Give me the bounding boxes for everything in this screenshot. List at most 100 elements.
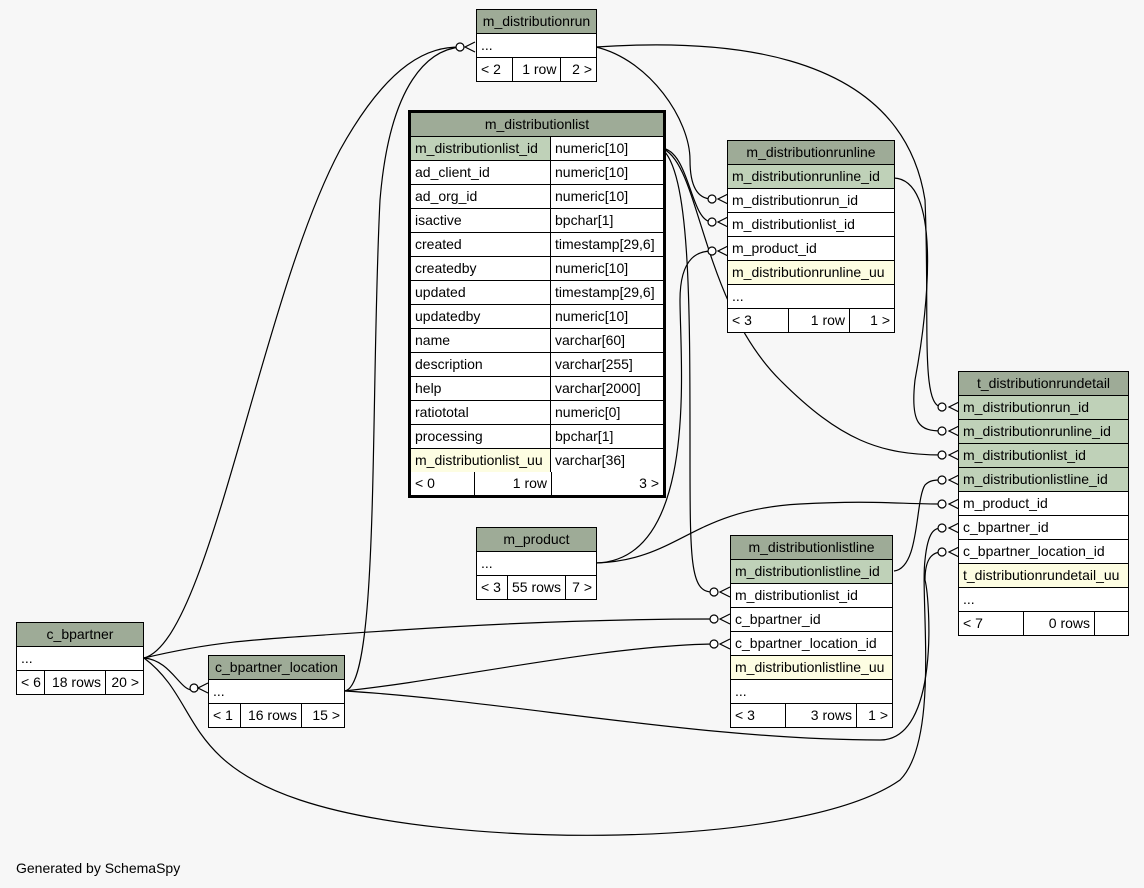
nav-prev[interactable]: < 0 — [415, 475, 435, 491]
column-name: ad_org_id — [415, 188, 478, 204]
nav-next[interactable] — [1094, 612, 1128, 635]
column-name: m_product_id — [732, 240, 817, 256]
column-name: m_distributionrun_id — [963, 399, 1090, 415]
nav-prev[interactable]: < 7 — [963, 615, 983, 631]
column-name: m_distributionrun_id — [732, 192, 859, 208]
column-type: numeric[10] — [550, 305, 663, 328]
column-name: m_distributionlistline_id — [963, 471, 1108, 487]
column-type: bpchar[1] — [550, 425, 663, 448]
column-name: m_product_id — [963, 495, 1048, 511]
edge-bpartner-listline — [143, 618, 713, 659]
nav-count: 1 row — [474, 472, 551, 495]
nav-next[interactable]: 20 > — [105, 671, 143, 694]
nav-prev[interactable]: < 3 — [481, 579, 501, 595]
edge-product-runline — [595, 250, 713, 564]
column-name: description — [415, 356, 483, 372]
table-m-distributionrun[interactable]: m_distributionrun ... < 2 1 row 2 > — [476, 9, 597, 82]
column-name: m_distributionrunline_id — [963, 423, 1111, 439]
table-c-bpartner[interactable]: c_bpartner ... < 6 18 rows 20 > — [16, 622, 144, 695]
table-row: m_distributionrunline_id — [959, 420, 1128, 444]
table-nav: < 3 1 row 1 > — [728, 309, 894, 332]
column-name: m_distributionlistline_uu — [735, 659, 885, 675]
table-title: c_bpartner_location — [209, 656, 344, 680]
edge-run-detail-run — [595, 44, 943, 408]
nav-prev[interactable]: < 6 — [21, 674, 41, 690]
table-title: m_distributionlist — [411, 113, 663, 137]
edge-bploc-listline — [343, 643, 713, 692]
table-row: c_bpartner_id — [959, 516, 1128, 540]
table-row: ... — [731, 680, 892, 704]
column-name: ... — [963, 591, 975, 607]
column-name: ... — [481, 555, 493, 571]
nav-count: 1 row — [511, 58, 561, 81]
nav-next[interactable]: 1 > — [849, 309, 894, 332]
nav-next[interactable]: 15 > — [301, 704, 344, 727]
column-name: c_bpartner_id — [735, 611, 821, 627]
table-row: ... — [477, 34, 596, 58]
nav-prev[interactable]: < 1 — [213, 707, 233, 723]
column-name: ... — [481, 37, 493, 53]
nav-prev[interactable]: < 2 — [481, 61, 501, 77]
edge-bpartner-detail — [143, 527, 943, 836]
table-row: ... — [728, 285, 894, 309]
table-m-distributionlistline[interactable]: m_distributionlistline m_distributionlis… — [730, 535, 893, 728]
table-row: m_distributionlist_id — [959, 444, 1128, 468]
column-name: ... — [21, 650, 33, 666]
nav-next[interactable]: 3 > — [551, 472, 663, 495]
column-type: numeric[10] — [550, 161, 663, 184]
nav-prev[interactable]: < 3 — [735, 707, 755, 723]
nav-prev[interactable]: < 3 — [732, 312, 752, 328]
column-type: varchar[2000] — [550, 377, 663, 400]
column-name: m_distributionrunline_id — [732, 168, 880, 184]
table-title: m_product — [477, 528, 596, 552]
column-name: c_bpartner_id — [963, 519, 1049, 535]
table-row: ad_client_id numeric[10] — [411, 161, 663, 185]
column-name: m_distributionlist_uu — [411, 449, 550, 472]
edge-run-runline — [595, 46, 713, 200]
column-name: m_distributionlistline_id — [735, 563, 880, 579]
table-m-distributionrunline[interactable]: m_distributionrunline m_distributionrunl… — [727, 140, 895, 333]
edge-listline-detail — [893, 479, 943, 572]
table-t-distributionrundetail[interactable]: t_distributionrundetail m_distributionru… — [958, 371, 1129, 636]
nav-next[interactable]: 2 > — [560, 58, 596, 81]
table-title: c_bpartner — [17, 623, 143, 647]
nav-count: 0 rows — [1023, 612, 1094, 635]
column-name: m_distributionlist_id — [411, 137, 550, 160]
nav-count: 55 rows — [507, 576, 565, 599]
column-name: ad_client_id — [415, 164, 490, 180]
column-name: c_bpartner_location_id — [735, 635, 877, 651]
column-name: updated — [415, 284, 466, 300]
table-nav: < 3 3 rows 1 > — [731, 704, 892, 727]
column-type: numeric[10] — [550, 137, 663, 160]
column-name: ... — [213, 683, 225, 699]
nav-next[interactable]: 7 > — [565, 576, 596, 599]
edge-bploc-distributionrun — [343, 46, 461, 692]
column-type: numeric[10] — [550, 185, 663, 208]
column-type: varchar[36] — [550, 449, 663, 472]
column-name: m_distributionlist_id — [732, 216, 855, 232]
edge-bpartner-distributionrun — [143, 46, 461, 659]
table-title: m_distributionlistline — [731, 536, 892, 560]
column-name: createdby — [415, 260, 477, 276]
table-row: m_distributionrunline_id — [728, 165, 894, 189]
table-c-bpartner-location[interactable]: c_bpartner_location ... < 1 16 rows 15 > — [208, 655, 345, 728]
table-nav: < 1 16 rows 15 > — [209, 704, 344, 727]
column-name: m_distributionlist_id — [963, 447, 1086, 463]
nav-next[interactable]: 1 > — [856, 704, 892, 727]
table-m-product[interactable]: m_product ... < 3 55 rows 7 > — [476, 527, 597, 600]
column-name: help — [415, 380, 442, 396]
table-m-distributionlist[interactable]: m_distributionlist m_distributionlist_id… — [408, 110, 666, 498]
column-name: m_distributionlist_id — [735, 587, 858, 603]
table-nav: < 6 18 rows 20 > — [17, 671, 143, 694]
table-row: m_distributionlistline_id — [731, 560, 892, 584]
table-nav: < 0 1 row 3 > — [411, 472, 663, 495]
table-row: ... — [209, 680, 344, 704]
table-row: ... — [959, 588, 1128, 612]
nav-count: 1 row — [788, 309, 849, 332]
